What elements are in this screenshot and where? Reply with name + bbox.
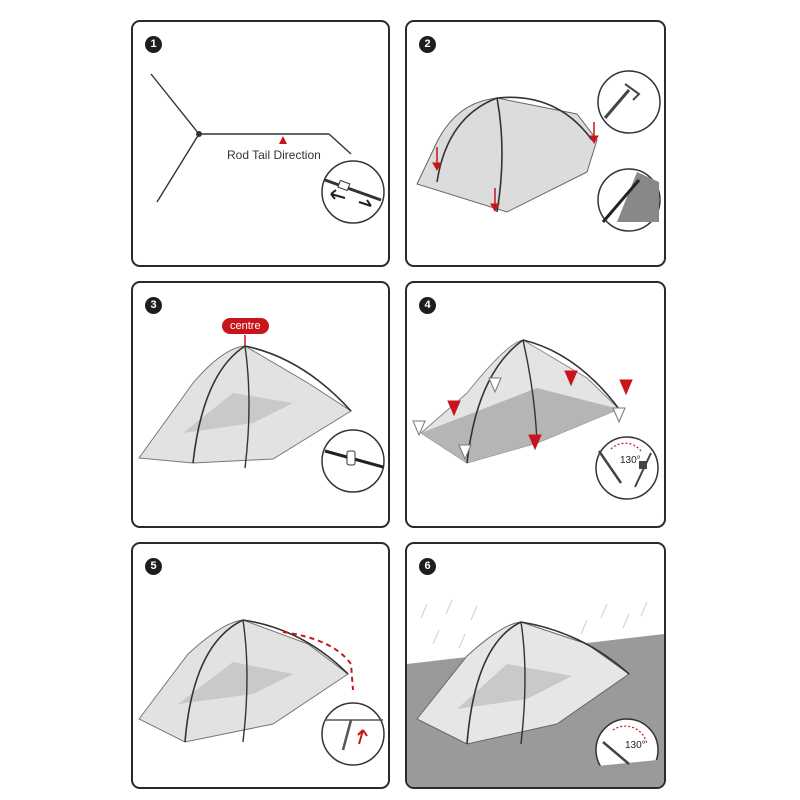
tent-guyline-illustration: [138, 619, 385, 766]
tent-pole: [466, 621, 522, 745]
stake-angle-inset: [595, 718, 659, 784]
step-number: 1: [145, 36, 162, 53]
tent-pole: [184, 619, 244, 743]
centre-badge: centre: [222, 318, 269, 334]
tent-staking-illustration: [412, 339, 659, 500]
tent-pitched-illustration: [407, 599, 664, 787]
tent-pole: [496, 96, 593, 141]
tent-pole: [242, 619, 349, 675]
tent-pole: [466, 339, 524, 464]
stake-angle-label: 130°: [620, 455, 641, 466]
stake-detail-inset: [597, 168, 661, 232]
step-6-panel: 6 130°: [405, 542, 666, 789]
pole-segment: [328, 133, 352, 155]
step-number: 3: [145, 297, 162, 314]
tent-pole: [242, 619, 248, 743]
rain: [420, 599, 648, 649]
tent-body: [416, 97, 598, 213]
stake-marker-icon: [447, 370, 633, 451]
tent-floor: [421, 388, 619, 463]
step-2-panel: 2: [405, 20, 666, 267]
tent-pole: [522, 339, 538, 444]
step-number: 4: [419, 297, 436, 314]
pole-assembly-illustration: [150, 73, 385, 224]
direction-arrow-icon: [279, 136, 287, 144]
tent-pole: [244, 345, 352, 412]
tent-pole: [522, 339, 620, 410]
tent-pole: [520, 621, 526, 745]
stake-angle-inset: [595, 436, 659, 500]
clip-arrow-icon: [432, 122, 599, 213]
pole-joint-inset: [321, 160, 385, 224]
tent-centering-illustration: [138, 335, 385, 493]
guyline-path: [282, 631, 354, 691]
stake-angle-label: 130°: [625, 740, 646, 751]
step-3-panel: 3 centre: [131, 281, 390, 528]
step-number: 5: [145, 558, 162, 575]
tent-pole: [244, 345, 250, 469]
stake-marker-outline-icon: [412, 377, 626, 461]
step-4-panel: 4 130°: [405, 281, 666, 528]
tent-clip-illustration: [416, 70, 661, 232]
tent-pole: [496, 97, 503, 213]
tent-pole: [192, 345, 246, 464]
pole-hub: [196, 131, 202, 137]
tent-floor: [457, 664, 572, 709]
hook-detail-inset: [321, 429, 385, 493]
guyline-detail-inset: [321, 702, 385, 766]
pole-segment: [150, 73, 200, 135]
step-number: 6: [419, 558, 436, 575]
clip-detail-inset: [597, 70, 661, 134]
tent-floor: [183, 393, 293, 433]
tent-pole: [520, 621, 630, 675]
rod-tail-direction-label: Rod Tail Direction: [227, 148, 321, 162]
step-1-panel: 1 Rod Tail Direction: [131, 20, 390, 267]
step-5-panel: 5: [131, 542, 390, 789]
pole-segment: [156, 133, 200, 203]
tent-floor: [178, 662, 293, 704]
step-number: 2: [419, 36, 436, 53]
tent-pole: [436, 97, 498, 183]
